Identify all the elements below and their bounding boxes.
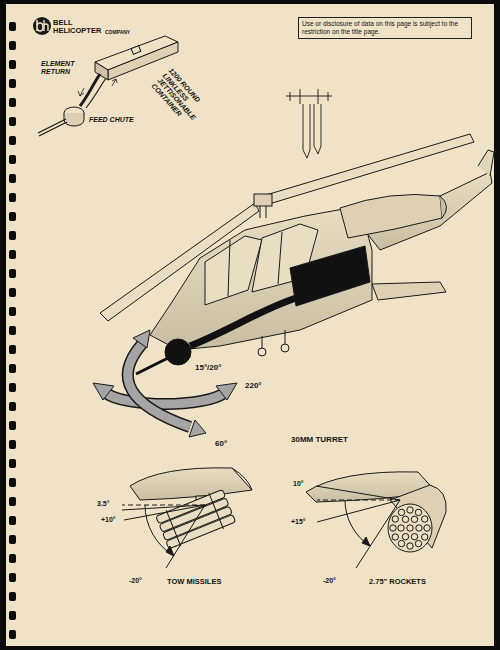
binding-hole bbox=[9, 250, 16, 259]
rocket-tube bbox=[407, 543, 413, 549]
binding-hole bbox=[9, 117, 16, 126]
angle-label: 220° bbox=[244, 382, 263, 391]
company-name: COMPANY bbox=[104, 30, 131, 36]
rocket-tube bbox=[422, 516, 428, 522]
paper bbox=[6, 4, 494, 646]
rocket-tube bbox=[415, 509, 421, 515]
weapon-label: 30MM TURRET bbox=[290, 436, 349, 445]
angle-label: +10° bbox=[100, 516, 117, 524]
angle-label: -20° bbox=[322, 577, 337, 585]
binding-holes bbox=[9, 22, 16, 639]
part-label: ELEMENT RETURN bbox=[40, 60, 90, 75]
rocket-tube bbox=[392, 534, 398, 540]
tow-launcher bbox=[122, 468, 252, 568]
binding-hole bbox=[9, 60, 16, 69]
binding-hole bbox=[9, 307, 16, 316]
binding-hole bbox=[9, 193, 16, 202]
binding-hole bbox=[9, 345, 16, 354]
company-name: BELL HELICOPTER bbox=[52, 19, 106, 36]
weapon-label: TOW MISSILES bbox=[166, 578, 222, 586]
part-label: FEED CHUTE bbox=[88, 116, 135, 124]
binding-hole bbox=[9, 22, 16, 31]
rocket-tube bbox=[398, 509, 404, 515]
binding-hole bbox=[9, 421, 16, 430]
rocket-tube bbox=[392, 516, 398, 522]
rocket-pod bbox=[306, 472, 446, 568]
rocket-tube bbox=[398, 525, 404, 531]
binding-hole bbox=[9, 554, 16, 563]
binding-hole bbox=[9, 231, 16, 240]
binding-hole bbox=[9, 155, 16, 164]
angle-label: -20° bbox=[128, 577, 143, 585]
binding-hole bbox=[9, 592, 16, 601]
binding-hole bbox=[9, 497, 16, 506]
rocket-tube bbox=[422, 534, 428, 540]
binding-hole bbox=[9, 478, 16, 487]
helicopter bbox=[100, 134, 494, 374]
notice-text: Use or disclosure of data on this page i… bbox=[302, 20, 468, 36]
binding-hole bbox=[9, 269, 16, 278]
binding-hole bbox=[9, 573, 16, 582]
binding-hole bbox=[9, 516, 16, 525]
binding-hole bbox=[9, 402, 16, 411]
rocket-tube bbox=[398, 540, 404, 546]
binding-hole bbox=[9, 98, 16, 107]
angle-label: +15° bbox=[290, 518, 307, 526]
rocket-tube bbox=[402, 533, 408, 539]
binding-hole bbox=[9, 174, 16, 183]
rocket-tube bbox=[390, 525, 396, 531]
binding-hole bbox=[9, 41, 16, 50]
rocket-tube bbox=[424, 525, 430, 531]
turret-motion-arrows bbox=[93, 330, 237, 437]
binding-hole bbox=[9, 535, 16, 544]
weapon-label: 2.75" ROCKETS bbox=[368, 578, 427, 586]
binding-hole bbox=[9, 383, 16, 392]
binding-hole bbox=[9, 459, 16, 468]
rotor-inset bbox=[286, 89, 332, 158]
angle-label: 10° bbox=[292, 480, 305, 488]
binding-hole bbox=[9, 288, 16, 297]
angle-label: 60° bbox=[214, 440, 228, 449]
rocket-tube bbox=[415, 540, 421, 546]
rocket-tube bbox=[407, 525, 413, 531]
binding-hole bbox=[9, 79, 16, 88]
rocket-tube bbox=[411, 516, 417, 522]
rocket-tube bbox=[407, 507, 413, 513]
binding-hole bbox=[9, 212, 16, 221]
binding-hole bbox=[9, 611, 16, 620]
rocket-tube bbox=[416, 525, 422, 531]
notice-box: Use or disclosure of data on this page i… bbox=[298, 17, 472, 39]
binding-hole bbox=[9, 326, 16, 335]
logo bbox=[33, 17, 51, 35]
binding-hole bbox=[9, 136, 16, 145]
rocket-tube bbox=[411, 533, 417, 539]
binding-hole bbox=[9, 630, 16, 639]
binding-hole bbox=[9, 364, 16, 373]
rocket-tube bbox=[402, 516, 408, 522]
angle-label: 15°/20° bbox=[194, 364, 222, 373]
binding-hole bbox=[9, 440, 16, 449]
angle-label: 3.5° bbox=[96, 500, 111, 508]
